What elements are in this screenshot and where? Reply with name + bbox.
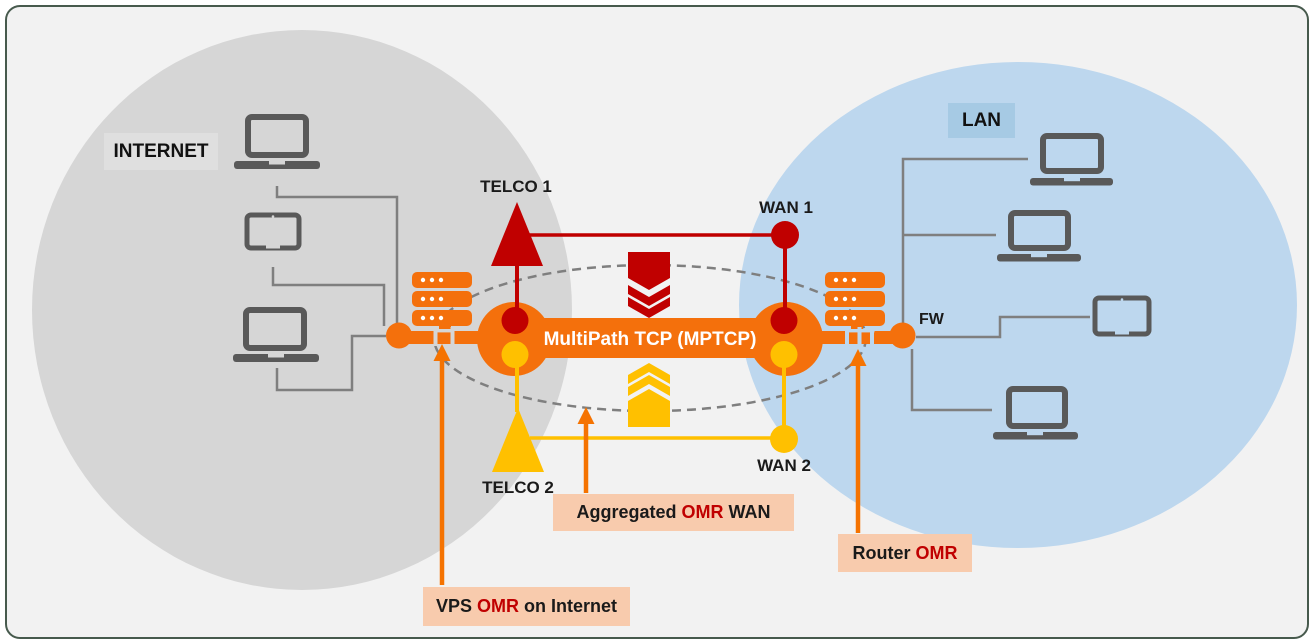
- internet-zone-label: INTERNET: [104, 133, 218, 170]
- diagram-canvas: [5, 5, 1309, 639]
- wan2-node: [770, 425, 798, 453]
- fw-label: FW: [919, 311, 944, 328]
- pipe-node-right: [749, 302, 823, 376]
- cable-laptop2-left: [275, 334, 386, 392]
- wan1-label: WAN 1: [759, 198, 813, 217]
- callout-text: Aggregated: [576, 502, 682, 522]
- internet-devices: [233, 114, 320, 362]
- uplink-chevrons-icon: [628, 363, 670, 427]
- lan-devices: [993, 133, 1152, 440]
- callout-highlight: OMR: [477, 596, 520, 616]
- internet-lan-cables: [271, 157, 1090, 412]
- callout-text: on Internet: [519, 596, 618, 616]
- callout-arrows: [433, 344, 867, 585]
- telco2-triangle-icon: [492, 408, 544, 472]
- laptop-icon: [234, 114, 320, 169]
- callout-highlight: OMR: [681, 502, 724, 522]
- router-omr-callout: Router OMR: [838, 534, 972, 572]
- fw-node: [889, 322, 916, 349]
- laptop-icon: [993, 386, 1078, 440]
- callout-text: Router: [852, 542, 916, 563]
- telco1-label: TELCO 1: [480, 177, 552, 196]
- vps-omr-callout: VPS OMR on Internet: [423, 587, 630, 626]
- cable-tablet-left: [271, 267, 386, 326]
- tablet-icon: [244, 212, 302, 251]
- router-server-icon: [825, 272, 885, 346]
- wan1-node: [771, 221, 799, 249]
- pipe-bar-main: [514, 318, 786, 358]
- callout-highlight: OMR: [915, 542, 958, 563]
- telco1-triangle-icon: [491, 202, 543, 266]
- aggregated-omr-wan-callout: Aggregated OMR WAN: [553, 494, 794, 531]
- pipe-subflow-dots: [501, 307, 798, 368]
- laptop-icon: [1030, 133, 1113, 186]
- vps-server-icon: [412, 272, 472, 346]
- mptcp-pipe-label: MultiPath TCP (MPTCP): [543, 329, 757, 350]
- internet-junction-node: [386, 322, 412, 349]
- tablet-icon: [1092, 295, 1152, 337]
- wan2-path: [492, 366, 798, 472]
- laptop-icon: [997, 210, 1081, 262]
- cable-tablet-right: [916, 315, 1090, 339]
- downlink-chevrons-icon: [628, 252, 670, 318]
- wan1-path: [491, 202, 799, 314]
- lan-zone-label: LAN: [948, 103, 1015, 138]
- wan2-label: WAN 2: [757, 456, 811, 475]
- cable-laptop1-left: [275, 186, 399, 324]
- callout-text: VPS: [435, 596, 478, 616]
- cable-laptop4-right: [910, 349, 992, 412]
- cable-trunk-right: [901, 157, 1028, 324]
- pipe-node-left: [477, 302, 551, 376]
- telco2-label: TELCO 2: [482, 478, 554, 497]
- laptop-icon: [233, 307, 319, 362]
- callout-text: WAN: [723, 502, 771, 522]
